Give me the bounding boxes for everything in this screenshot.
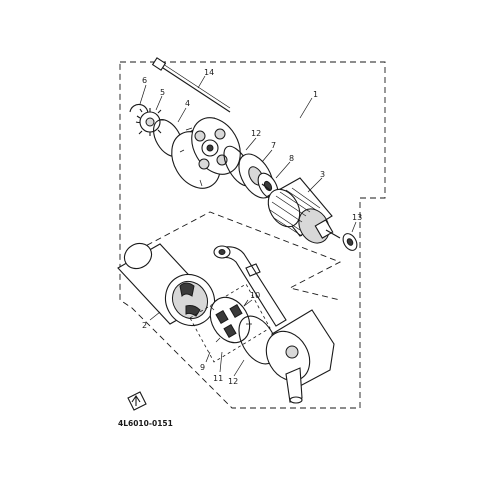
pinion-gear-part xyxy=(136,95,164,136)
leader-line-6 xyxy=(139,84,147,105)
callout-14: 14 xyxy=(204,68,214,77)
leader-line-5 xyxy=(155,95,163,111)
leader-line-14 xyxy=(197,75,206,89)
armature-part xyxy=(261,177,341,244)
rear-end-cover-part xyxy=(213,245,335,404)
callout-11: 11 xyxy=(213,374,223,383)
callout-5: 5 xyxy=(160,88,165,97)
end-washer-part xyxy=(342,221,358,251)
assembly-boundary-outline xyxy=(119,61,386,409)
callout-10: 10 xyxy=(250,291,260,300)
callout-8: 8 xyxy=(289,154,294,163)
callout-13: 13 xyxy=(352,213,362,222)
yoke-housing-part xyxy=(117,242,216,327)
leader-line-10 xyxy=(243,299,253,307)
callout-3: 3 xyxy=(320,170,325,179)
group-separator-outline xyxy=(137,211,342,301)
callout-12-upper: 12 xyxy=(251,129,261,138)
arrow-marker-icon xyxy=(127,391,147,411)
leader-line-1 xyxy=(299,97,313,119)
callout-1: 1 xyxy=(313,90,318,99)
callout-4: 4 xyxy=(185,99,190,108)
callout-7: 7 xyxy=(271,141,276,150)
callout-6: 6 xyxy=(142,76,147,85)
callout-2: 2 xyxy=(142,321,147,330)
leader-line-11 xyxy=(219,351,223,373)
callout-9: 9 xyxy=(200,363,205,372)
callout-12-lower: 12 xyxy=(228,377,238,386)
leader-line-8 xyxy=(275,161,291,179)
planetary-gear-housing-part xyxy=(171,117,241,189)
leader-line-13 xyxy=(351,221,357,233)
leader-line-7 xyxy=(261,149,273,163)
leader-line-3 xyxy=(307,177,323,193)
leader-line-2 xyxy=(149,311,161,321)
through-bolt-part xyxy=(151,57,231,113)
leader-line-9 xyxy=(205,351,211,363)
leader-line-12a xyxy=(245,137,257,151)
leader-line-12b xyxy=(233,359,245,377)
leader-line-4 xyxy=(177,107,187,123)
brush-holder-part xyxy=(189,283,271,373)
diagram-reference-code: 4L6010-0151 xyxy=(118,419,173,428)
